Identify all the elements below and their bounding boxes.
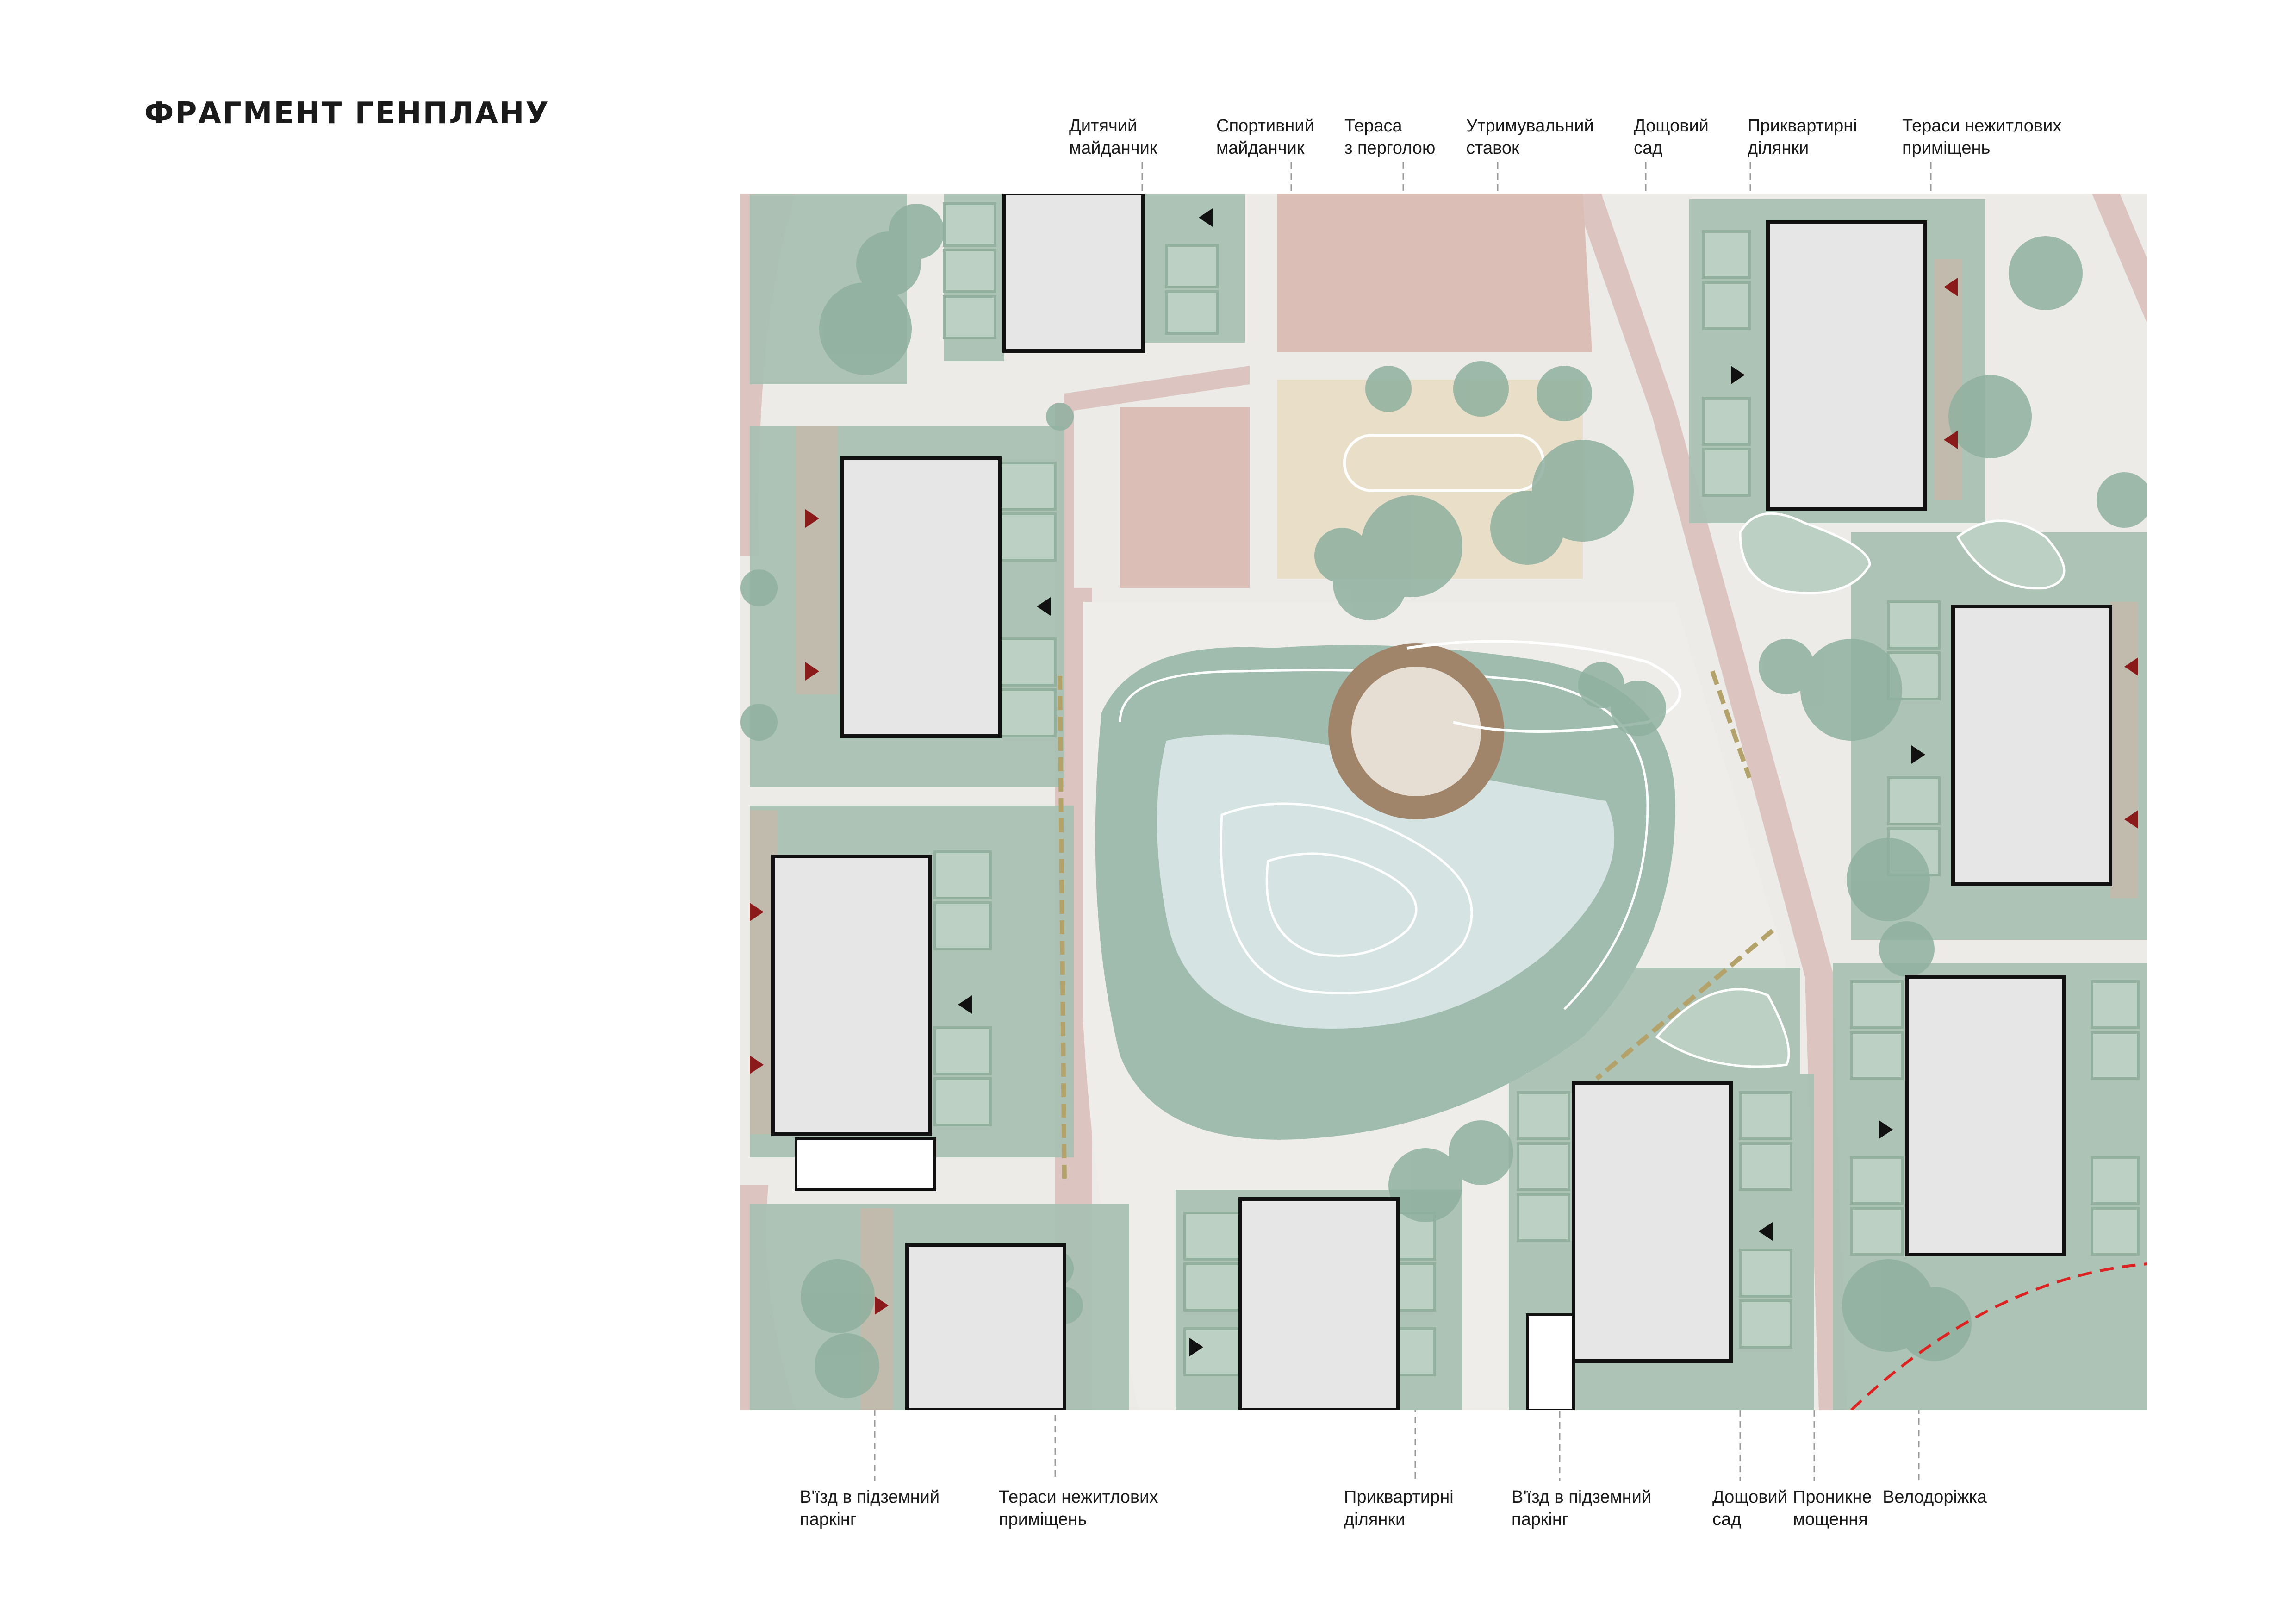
building-9 xyxy=(1905,975,2066,1256)
building-4 xyxy=(905,1243,1066,1410)
building-5 xyxy=(1238,1197,1400,1410)
bike-path xyxy=(1850,1262,2147,1410)
pond-contours xyxy=(1119,669,1649,1010)
page-title: ФРАГМЕНТ ГЕНПЛАНУ xyxy=(144,96,550,131)
label-bike-path: Велодоріжка xyxy=(1883,1487,1987,1507)
building-8 xyxy=(1951,605,2112,886)
entrance-arrows xyxy=(958,208,1925,1356)
rain-garden-2 xyxy=(1956,519,2066,590)
trees xyxy=(740,204,2147,1398)
rain-garden-3 xyxy=(1655,988,1790,1068)
private-plots xyxy=(933,202,2140,1376)
permeable-paving xyxy=(1058,675,1067,1186)
buildings xyxy=(771,194,2112,1410)
rain-garden-1 xyxy=(1739,512,1871,594)
building-7 xyxy=(1766,220,1927,511)
childrens-playground xyxy=(1277,194,1592,352)
building-1 xyxy=(1002,194,1145,353)
parking-entrance-1 xyxy=(795,1137,936,1191)
building-6 xyxy=(1572,1081,1733,1363)
terrace-markers xyxy=(750,278,2138,1315)
building-2 xyxy=(840,456,1002,738)
childrens-playground-2 xyxy=(1120,407,1250,588)
retention-pond-water xyxy=(1157,734,1615,1029)
parking-entrance-2 xyxy=(1526,1313,1575,1410)
commercial-terraces xyxy=(750,259,2138,1410)
building-3 xyxy=(771,855,932,1136)
